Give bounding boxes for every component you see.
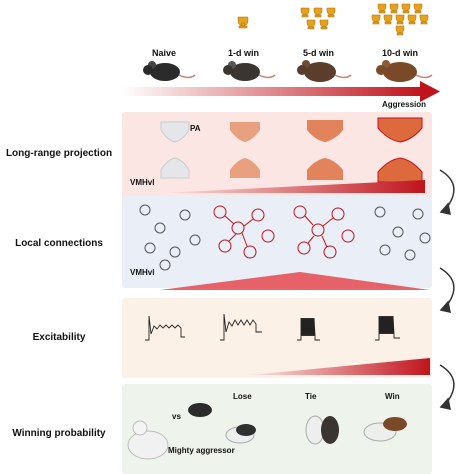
vmhvl-label-local: VMHvl: [130, 268, 155, 277]
mighty-aggressor-label: Mighty aggressor: [168, 446, 235, 455]
aggression-arrow: [122, 81, 440, 102]
outcome-win-label: Win: [385, 392, 400, 401]
stage-label-naive: Naive: [152, 48, 177, 58]
row-label-winning: Winning probability: [12, 428, 106, 439]
local-connections-panel: [122, 196, 432, 288]
mouse-icon: [143, 60, 433, 82]
row-label-projection: Long-range projection: [5, 148, 113, 159]
projection-gradient-bar: [160, 180, 425, 193]
row-label-excitability: Excitability: [32, 332, 86, 343]
mouse-icon: [127, 403, 407, 460]
curved-arrow-icon: [439, 169, 455, 410]
stage-label-1d: 1-d win: [228, 48, 259, 58]
pa-label: PA: [190, 124, 201, 133]
stage-label-10d: 10-d win: [382, 48, 419, 58]
neuron-network-icon: [139, 204, 431, 271]
excitability-gradient-bar: [250, 358, 430, 375]
trophy-icon: [237, 3, 429, 36]
vs-label: vs: [172, 412, 181, 421]
row-label-local: Local connections: [15, 238, 103, 249]
synapse-icon: [160, 117, 423, 183]
vmhvl-label-projection: VMHvl: [130, 178, 155, 187]
aggression-label: Aggression: [382, 100, 427, 109]
local-gradient-bar: [160, 272, 430, 290]
spike-train-icon: [145, 313, 400, 341]
outcome-lose-label: Lose: [233, 392, 252, 401]
outcome-tie-label: Tie: [305, 392, 317, 401]
stage-label-5d: 5-d win: [303, 48, 334, 58]
